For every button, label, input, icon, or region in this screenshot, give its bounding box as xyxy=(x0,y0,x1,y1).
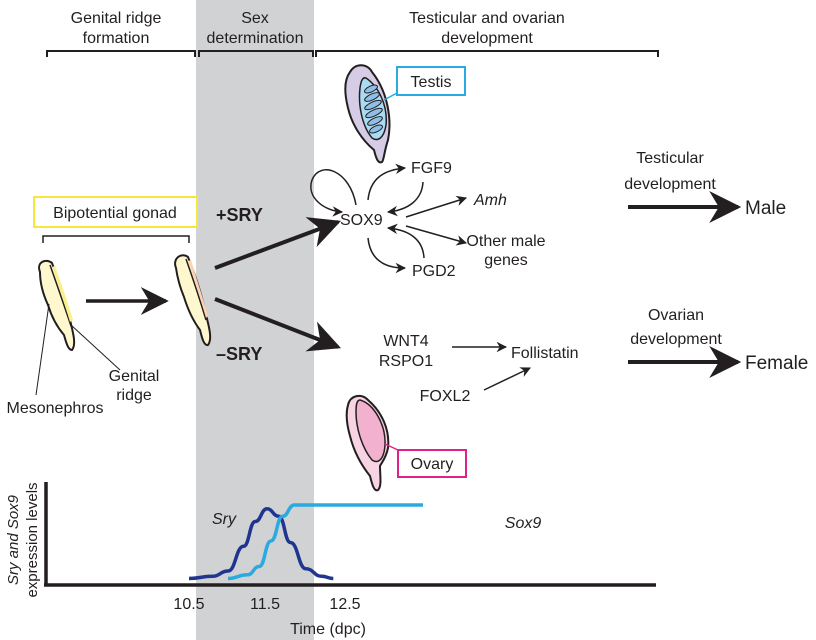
phase-label: formation xyxy=(83,30,150,47)
fgf9-to-sox9-arrow xyxy=(386,181,424,217)
bipotential-gonad-label: Bipotential gonad xyxy=(33,196,198,243)
ovarian-development-label-2: development xyxy=(630,331,722,348)
ovary-label: Ovary xyxy=(411,456,454,473)
sox9-curve xyxy=(227,503,423,581)
sox9-to-other-genes-arrow xyxy=(405,225,468,246)
x-tick-label: 10.5 xyxy=(173,596,204,613)
x-axis-label: Time (dpc) xyxy=(290,621,366,638)
phase-label: Testicular and ovarian xyxy=(409,10,565,27)
testis-illustration xyxy=(344,64,398,164)
phase-label: determination xyxy=(207,30,304,47)
other-male-genes-label: Other male xyxy=(466,233,545,250)
x-tick-label: 12.5 xyxy=(329,596,360,613)
mesonephros-pointer xyxy=(35,303,50,396)
testicular-development-label: Testicular xyxy=(636,150,704,167)
testis-label: Testis xyxy=(411,74,452,91)
female-label: Female xyxy=(745,353,808,374)
minus-sry-arrow xyxy=(214,297,341,352)
y-axis-label-line2: expression levels xyxy=(24,482,41,597)
y-axis-label-line1: Sry and Sox9 xyxy=(5,494,22,585)
early-gonad-illustration xyxy=(35,259,121,396)
sox9-series-label: Sox9 xyxy=(505,515,542,532)
phase-label: development xyxy=(441,30,533,47)
minus-sry-label: –SRY xyxy=(216,344,262,364)
rspo1-label: RSPO1 xyxy=(379,353,433,370)
foxl2-label: FOXL2 xyxy=(420,388,471,405)
sry-curve xyxy=(188,507,334,581)
genital-ridge-label: Genital xyxy=(109,368,160,385)
phase-header-development: Testicular and ovarian development xyxy=(315,10,659,57)
amh-label: Amh xyxy=(473,192,507,209)
genital-ridge-label-2: ridge xyxy=(116,387,152,404)
sox9-to-pgd2-arrow xyxy=(367,237,407,274)
sox9-to-fgf9-arrow xyxy=(367,163,407,201)
sox9-to-amh-arrow xyxy=(405,195,468,218)
phase-bracket xyxy=(198,50,314,57)
testicular-development-label-2: development xyxy=(624,176,716,193)
follistatin-label: Follistatin xyxy=(511,345,579,362)
foxl2-to-follistatin-arrow xyxy=(483,367,531,391)
plus-sry-arrow xyxy=(214,217,341,270)
bipotential-gonad-illustration xyxy=(174,254,212,347)
phase-header-genital-ridge: Genital ridge formation xyxy=(46,10,196,57)
sox9-autoregulation-arrow xyxy=(310,169,357,217)
sox9-label: SOX9 xyxy=(340,212,383,229)
genital-ridge-pointer xyxy=(70,324,121,371)
phase-header-sex-determination: Sex determination xyxy=(198,10,314,57)
y-axis-label: Sry and Sox9 xyxy=(5,494,22,585)
phase-bracket xyxy=(315,50,659,57)
male-label: Male xyxy=(745,198,786,219)
expression-chart: Sry and Sox9 expression levels 10.5 11.5… xyxy=(5,482,656,638)
ovary-label-box: Ovary xyxy=(397,449,467,478)
phase-label: Sex xyxy=(241,10,269,27)
sex-determination-band xyxy=(196,0,314,640)
bipotential-gonad-text: Bipotential gonad xyxy=(53,205,177,222)
phase-label: Genital ridge xyxy=(71,10,162,27)
mesonephros-label: Mesonephros xyxy=(7,400,104,417)
phase-bracket xyxy=(46,50,196,57)
fgf9-label: FGF9 xyxy=(411,160,452,177)
ovary-illustration xyxy=(345,394,399,492)
ovarian-development-label: Ovarian xyxy=(648,307,704,324)
testis-label-box: Testis xyxy=(396,66,466,96)
pgd2-label: PGD2 xyxy=(412,263,456,280)
plus-sry-label: +SRY xyxy=(216,205,263,225)
wnt4-label: WNT4 xyxy=(383,333,428,350)
x-tick-label: 11.5 xyxy=(250,596,280,613)
pgd2-to-sox9-arrow xyxy=(386,223,425,259)
sry-series-label: Sry xyxy=(212,511,237,528)
other-male-genes-label-2: genes xyxy=(484,252,528,269)
